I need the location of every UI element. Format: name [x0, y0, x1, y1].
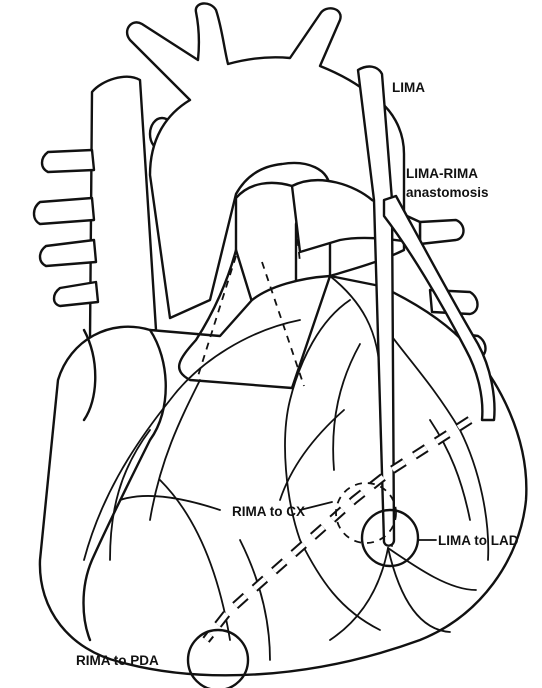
label-lima: LIMA	[392, 80, 425, 95]
pulmonary-veins-left	[34, 150, 98, 306]
label-rima-to-pda: RIMA to PDA	[76, 653, 159, 668]
label-lima-to-lad: LIMA to LAD	[438, 533, 519, 548]
superior-vena-cava	[90, 77, 156, 340]
label-lima-rima-line1: LIMA-RIMA	[406, 166, 478, 181]
heart-body	[40, 276, 526, 675]
label-lima-rima-line2: anastomosis	[406, 185, 489, 200]
label-rima-to-cx: RIMA to CX	[232, 504, 305, 519]
